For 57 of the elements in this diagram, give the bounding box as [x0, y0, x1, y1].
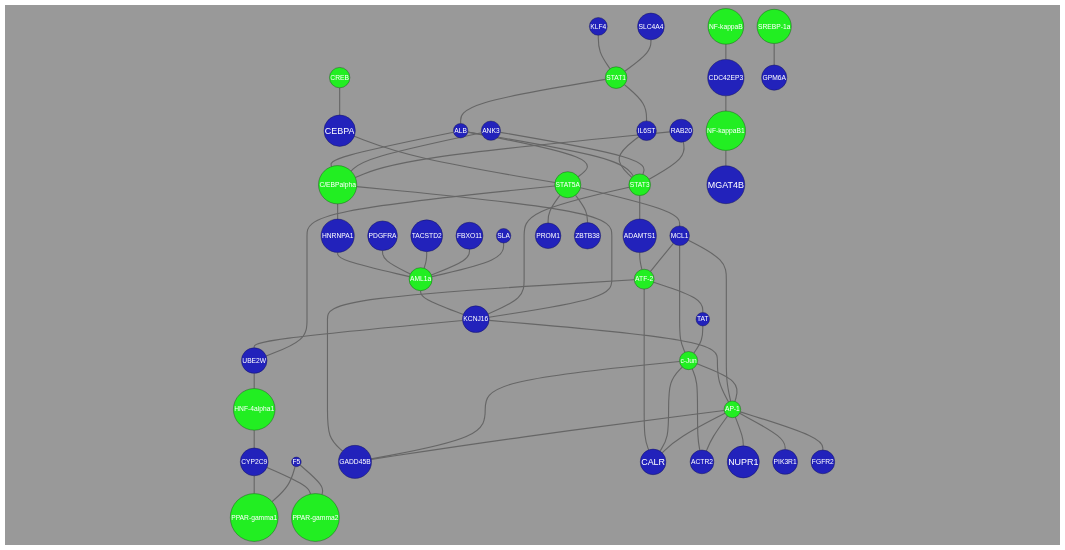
connector — [739, 411, 824, 451]
connector — [488, 319, 730, 403]
connector — [265, 185, 556, 357]
connector — [639, 251, 643, 271]
connector — [773, 42, 775, 66]
connector — [370, 409, 725, 460]
connector — [653, 281, 704, 314]
connector — [725, 43, 727, 60]
connector — [299, 464, 324, 496]
connector — [579, 187, 681, 227]
connector — [648, 141, 685, 180]
connector — [339, 87, 341, 116]
connector — [356, 186, 613, 318]
connector — [661, 412, 726, 454]
connector — [499, 131, 645, 175]
connector — [547, 194, 561, 224]
node-circle: MGAT4B — [706, 165, 745, 204]
connector — [431, 242, 505, 278]
connector — [330, 131, 455, 168]
connector — [266, 466, 311, 495]
connector — [353, 135, 556, 184]
connector — [643, 288, 650, 451]
connector — [271, 465, 296, 503]
connector — [354, 131, 671, 178]
connector — [460, 78, 606, 125]
connector — [696, 363, 738, 402]
node-circle: CALR — [640, 448, 667, 475]
connector — [487, 186, 630, 315]
connector — [623, 84, 648, 122]
connector — [370, 360, 681, 460]
connector — [693, 325, 704, 354]
node-circle: CEBPA — [323, 114, 356, 147]
connector — [618, 136, 640, 178]
connector — [624, 39, 652, 72]
connector — [659, 366, 683, 452]
connector — [739, 412, 786, 450]
connector — [253, 319, 464, 349]
connector — [725, 149, 727, 167]
connector — [423, 251, 428, 269]
connector — [691, 368, 701, 451]
connector — [430, 248, 471, 276]
connector — [639, 195, 641, 220]
connector — [597, 34, 611, 70]
connector — [725, 95, 727, 112]
connector — [687, 239, 732, 402]
connector — [350, 132, 483, 172]
node-circle: NUPR1 — [727, 445, 760, 479]
connector — [649, 242, 674, 272]
connector — [326, 279, 635, 452]
connector — [705, 415, 729, 452]
connector — [337, 251, 410, 278]
connector — [734, 416, 744, 447]
connector — [574, 194, 589, 224]
connector — [467, 131, 634, 177]
connector — [679, 245, 686, 353]
connector — [420, 290, 464, 316]
connector — [382, 250, 411, 275]
